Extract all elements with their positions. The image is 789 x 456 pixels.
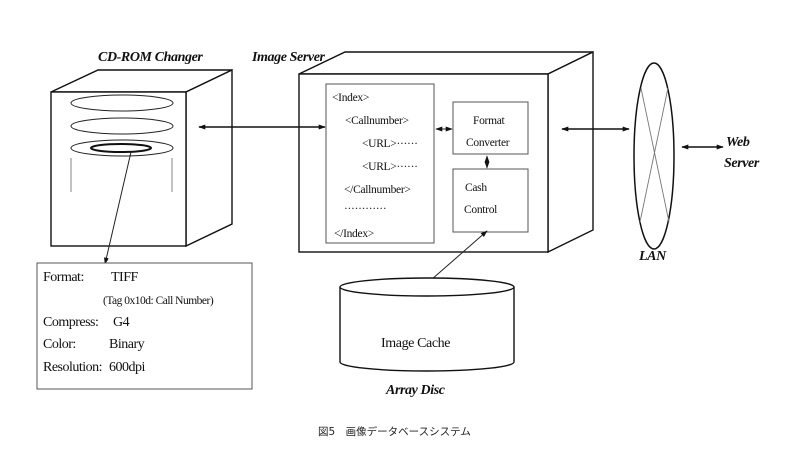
file-info-frame bbox=[36, 262, 253, 390]
cdrom-changer-label: CD-ROM Changer bbox=[98, 50, 203, 65]
index-line: <URL>······ bbox=[362, 161, 418, 173]
cash-control-box: Cash Control bbox=[452, 168, 529, 233]
index-box: <Index> <Callnumber> <URL>······ <URL>··… bbox=[325, 83, 435, 244]
lan: LAN bbox=[633, 62, 675, 264]
cdrom-side-face bbox=[185, 68, 233, 248]
lan-label: LAN bbox=[638, 249, 667, 264]
index-line: </Index> bbox=[334, 228, 374, 240]
image-cache-label: Image Cache bbox=[381, 336, 450, 351]
format-value: TIFF bbox=[111, 270, 139, 285]
figure-caption: 図5 画像データベースシステム bbox=[318, 425, 471, 438]
array-disc-label: Array Disc bbox=[385, 383, 446, 398]
web-server: Web Server bbox=[724, 135, 760, 171]
lan-cross-line bbox=[639, 87, 669, 223]
cash-control-line2: Control bbox=[464, 204, 497, 216]
cash-control-frame bbox=[452, 168, 529, 233]
file-info-box: Format: TIFF (Tag 0x10d: Call Number) Co… bbox=[36, 262, 253, 390]
compress-value: G4 bbox=[113, 315, 130, 330]
web-server-label-line1: Web bbox=[726, 135, 750, 150]
server-side-face bbox=[547, 50, 594, 254]
index-line: ············ bbox=[344, 203, 386, 215]
format-converter-line1: Format bbox=[473, 115, 506, 127]
web-server-label-line2: Server bbox=[724, 156, 760, 171]
disc-icon bbox=[70, 117, 174, 135]
format-converter-frame bbox=[452, 101, 529, 155]
cdrom-changer: CD-ROM Changer bbox=[50, 50, 233, 248]
format-converter-line2: Converter bbox=[466, 137, 510, 149]
compress-key: Compress: bbox=[43, 315, 98, 330]
image-server: Image Server <Index> <Callnumber> <URL>·… bbox=[251, 50, 594, 254]
cylinder-top bbox=[339, 277, 515, 297]
format-key: Format: bbox=[43, 270, 84, 285]
disc-icon bbox=[70, 139, 174, 157]
index-line: <URL>······ bbox=[362, 138, 418, 150]
disc-to-info-arrow bbox=[104, 151, 132, 265]
index-line: <Callnumber> bbox=[345, 115, 409, 127]
image-server-label: Image Server bbox=[251, 50, 326, 65]
color-value: Binary bbox=[109, 337, 145, 352]
array-disc: Image Cache Array Disc bbox=[339, 277, 515, 398]
disc-icon bbox=[70, 94, 174, 112]
color-key: Color: bbox=[43, 337, 76, 352]
lan-cross-line bbox=[640, 87, 670, 223]
cylinder-body bbox=[339, 287, 515, 372]
index-line: </Callnumber> bbox=[344, 184, 411, 196]
resolution-value: 600dpi bbox=[109, 360, 146, 375]
format-converter-box: Format Converter bbox=[452, 101, 529, 155]
index-line: <Index> bbox=[332, 92, 369, 104]
index-frame bbox=[325, 83, 435, 244]
cash-control-line1: Cash bbox=[465, 182, 487, 194]
resolution-key: Resolution: bbox=[43, 360, 102, 375]
server-top-face bbox=[298, 51, 594, 75]
format-note: (Tag 0x10d: Call Number) bbox=[103, 295, 214, 307]
selected-disc-icon bbox=[90, 143, 152, 153]
